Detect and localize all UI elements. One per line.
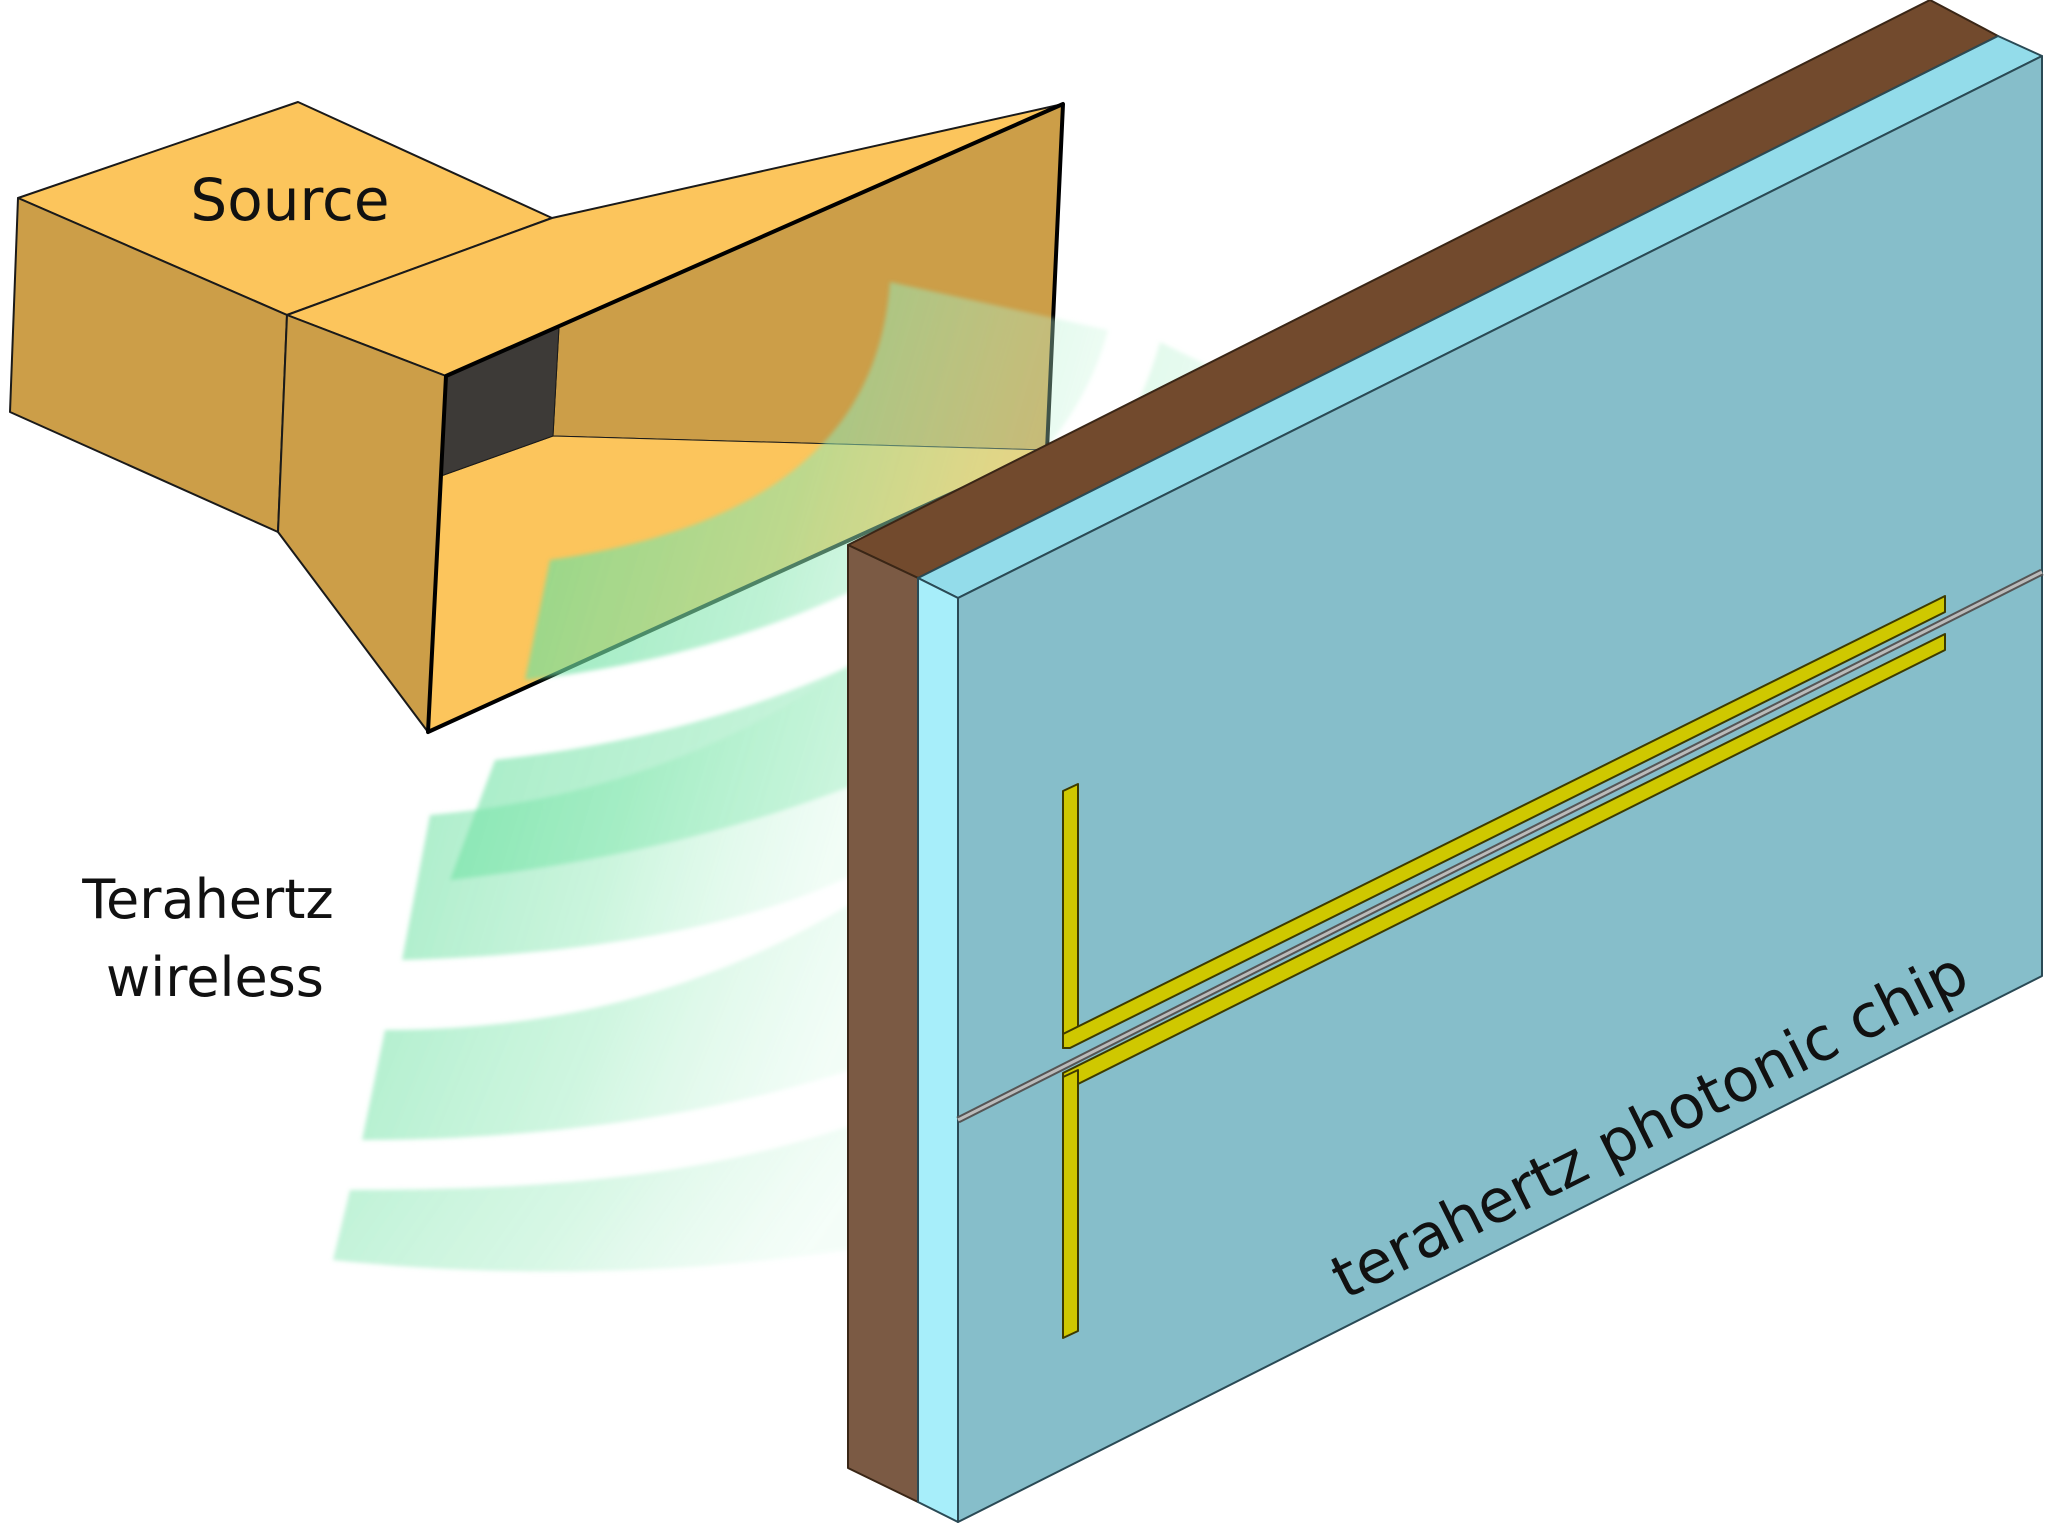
electrode-upper-diagonal: [1062, 595, 1946, 1049]
chip-face: [957, 55, 2043, 1523]
wave-front-3: [402, 640, 880, 960]
electrode-upper: [1062, 595, 1946, 1049]
electrode-upper-vertical: [1062, 783, 1079, 1049]
chip-substrate-side: [847, 544, 919, 1503]
wave-front-1: [525, 282, 1108, 680]
wave-front-4: [362, 885, 880, 1140]
photonic-chip-icon: [847, 0, 2044, 1523]
wireless-label-line2: wireless: [106, 946, 324, 1009]
horn-flare-side: [277, 314, 447, 733]
terahertz-waves: [333, 282, 1278, 1272]
electrode-lower-vertical: [1062, 1069, 1079, 1339]
chip-glass-side: [917, 577, 959, 1523]
wave-front-5: [333, 1115, 880, 1272]
wave-front-2: [450, 342, 1278, 880]
source-label: Source: [190, 166, 389, 234]
wireless-label-line1: Terahertz: [81, 868, 334, 931]
waveguide-core: [957, 570, 2043, 1122]
electrode-lower: [1062, 633, 1946, 1339]
